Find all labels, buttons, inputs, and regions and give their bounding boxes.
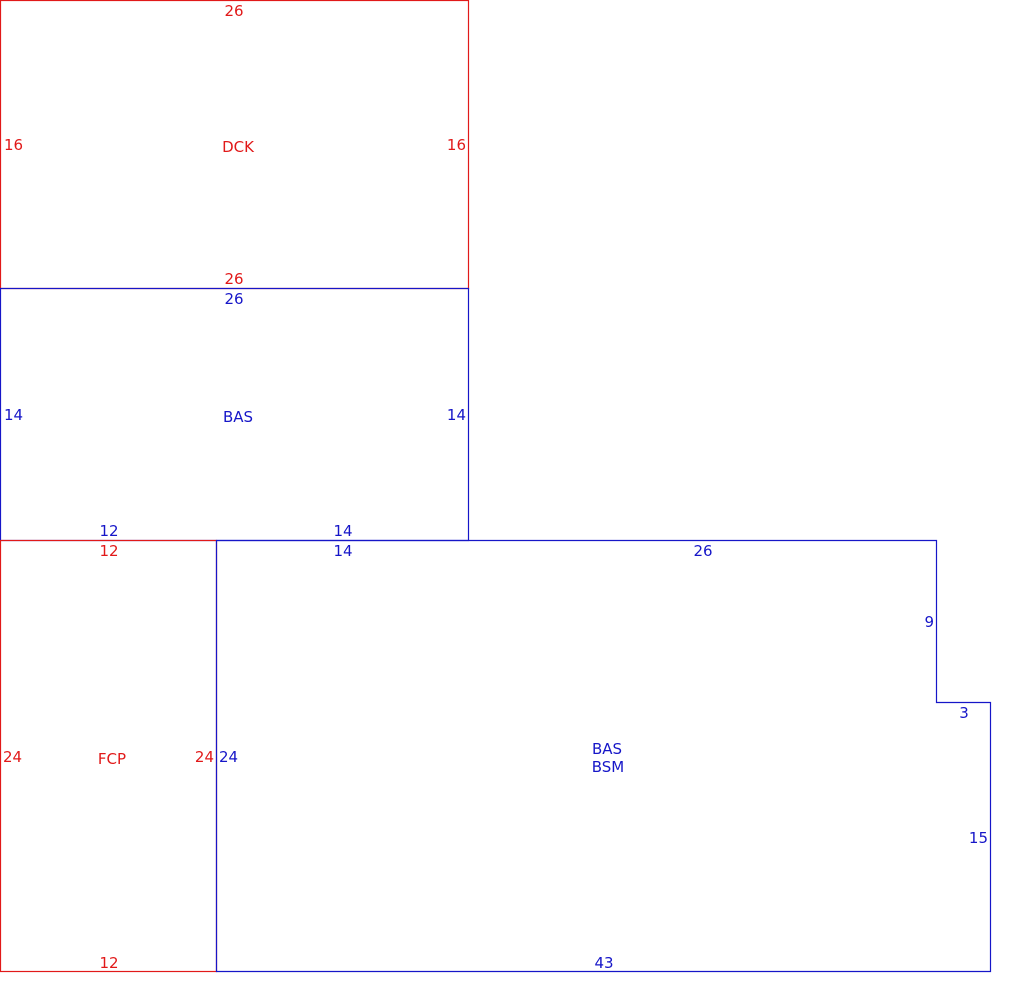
bas-bsm-top-right-dimension: 26 (693, 542, 712, 560)
dck-bottom-dimension: 26 (224, 270, 243, 288)
bas-bsm-left-dimension: 24 (219, 748, 238, 766)
bas-bsm-label-line1: BAS (592, 740, 622, 758)
fcp-top-dimension: 12 (99, 542, 118, 560)
dck-top-dimension: 26 (224, 2, 243, 20)
bas-upper-bottom-right-dimension: 14 (333, 522, 352, 540)
bas-bsm-top-left-dimension: 14 (333, 542, 352, 560)
area-fcp: FCP 12 24 24 12 (0, 539, 218, 973)
fcp-right-dimension: 24 (195, 748, 214, 766)
bas-bsm-label-line2: BSM (592, 758, 625, 776)
bas-bsm-outline (215, 539, 992, 973)
bas-upper-top-dimension: 26 (224, 290, 243, 308)
bas-bsm-right-dimension: 15 (969, 829, 988, 847)
bas-upper-right-dimension: 14 (447, 406, 466, 424)
area-dck: DCK 26 16 16 26 (0, 0, 470, 290)
bas-bsm-notch-vertical-dimension: 9 (924, 613, 934, 631)
bas-bsm-notch-horizontal-dimension: 3 (959, 704, 969, 722)
dck-right-dimension: 16 (447, 136, 466, 154)
area-bas-upper: BAS 26 14 14 12 14 (0, 287, 470, 542)
dck-left-dimension: 16 (4, 136, 23, 154)
bas-upper-bottom-left-dimension: 12 (99, 522, 118, 540)
area-bas-bsm: BAS BSM 14 26 9 3 15 24 43 (215, 539, 992, 973)
bas-bsm-bottom-dimension: 43 (594, 954, 613, 972)
fcp-left-dimension: 24 (3, 748, 22, 766)
bas-upper-label: BAS (223, 408, 253, 426)
fcp-label: FCP (98, 750, 126, 768)
bas-upper-left-dimension: 14 (4, 406, 23, 424)
fcp-bottom-dimension: 12 (99, 954, 118, 972)
dck-label: DCK (222, 138, 255, 156)
